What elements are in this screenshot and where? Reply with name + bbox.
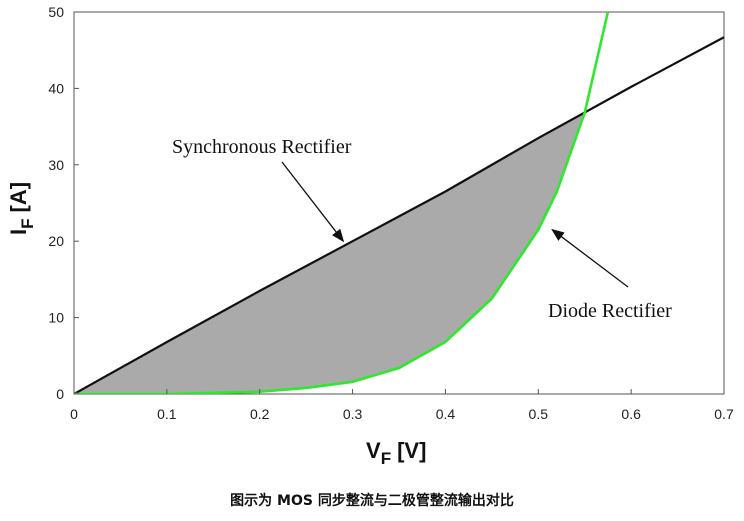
annotation-arrow-synchronous-rectifier xyxy=(281,161,345,243)
x-tick-label: 0.2 xyxy=(250,406,270,422)
annotation-arrow-diode-rectifier xyxy=(551,228,629,288)
x-tick-label: 0 xyxy=(70,406,78,422)
y-axis-label-main: I xyxy=(6,229,31,235)
y-tick-label: 20 xyxy=(48,233,64,249)
series-line-synchronous-rectifier xyxy=(74,36,724,394)
x-tick-label: 0.3 xyxy=(343,406,363,422)
y-tick-label: 40 xyxy=(48,80,64,96)
x-tick-label: 0.6 xyxy=(621,406,641,422)
x-axis-label-sub: F xyxy=(381,449,391,468)
x-tick-label: 0.5 xyxy=(529,406,549,422)
y-axis-label-unit: [A] xyxy=(6,182,31,213)
x-tick-label: 0.4 xyxy=(436,406,456,422)
y-axis-ticks: 0 10 20 30 40 50 xyxy=(48,4,79,402)
x-axis-label: VF [V] xyxy=(366,438,426,468)
figure-caption: 图示为 MOS 同步整流与二极管整流输出对比 xyxy=(230,493,514,509)
y-tick-label: 30 xyxy=(48,157,64,173)
annotation-diode-rectifier: Diode Rectifier xyxy=(548,300,672,322)
y-axis-label-sub: F xyxy=(18,218,37,228)
y-axis-label: IF [A] xyxy=(6,182,37,235)
y-tick-label: 10 xyxy=(48,310,64,326)
x-axis-ticks: 0 0.1 0.2 0.3 0.4 0.5 0.6 0.7 xyxy=(70,389,734,422)
y-tick-label: 0 xyxy=(56,386,64,402)
x-tick-label: 0.1 xyxy=(157,406,177,422)
y-tick-label: 50 xyxy=(48,4,64,20)
annotation-synchronous-rectifier: Synchronous Rectifier xyxy=(172,136,352,158)
series-line-diode-rectifier xyxy=(74,12,610,394)
x-axis-label-unit: [V] xyxy=(397,438,426,463)
x-tick-label: 0.7 xyxy=(714,406,734,422)
x-axis-label-main: V xyxy=(366,438,381,463)
